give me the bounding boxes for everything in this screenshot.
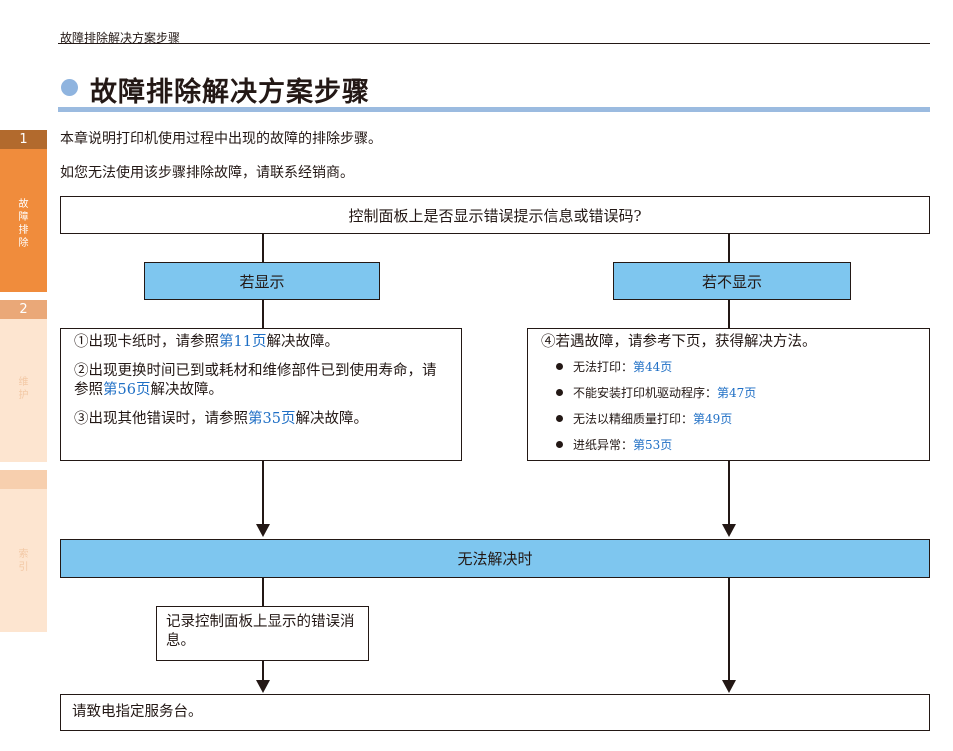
question-box: 控制面板上是否显示错误提示信息或错误码? [60, 196, 930, 234]
error-item-paper-jam: ①出现卡纸时，请参照第11页解决故障。 [74, 333, 449, 352]
symptom-item: 无法以精细质量打印：第49页 [556, 411, 919, 427]
side-tab-2-number[interactable]: 2 [0, 300, 47, 319]
error-shown-box: ①出现卡纸时，请参照第11页解决故障。 ②出现更换时间已到或耗材和维修部件已到使… [60, 328, 462, 461]
side-tab-1[interactable]: 故障排除 [0, 149, 47, 292]
connector-line [728, 578, 730, 681]
link-page-47[interactable]: 第47页 [717, 386, 757, 400]
branch-no-label: 若不显示 [701, 272, 762, 291]
side-tab-3-label: 索引 [18, 549, 29, 573]
title-rule [58, 107, 930, 112]
side-tab-3-number[interactable] [0, 470, 47, 489]
running-header: 故障排除解决方案步骤 [60, 31, 181, 45]
error-item-text: 解决故障。 [295, 411, 368, 427]
connector-line [728, 234, 730, 262]
branch-yes-label: 若显示 [239, 272, 285, 291]
symptom-item: 不能安装打印机驱动程序：第47页 [556, 385, 919, 401]
symptom-label: 无法以精细质量打印： [573, 412, 694, 426]
bullet-icon [556, 415, 563, 422]
symptom-label: 不能安装打印机驱动程序： [573, 386, 718, 400]
branch-no-box: 若不显示 [613, 262, 851, 300]
arrow-down-icon [256, 680, 270, 693]
arrow-down-icon [256, 524, 270, 537]
question-text: 控制面板上是否显示错误提示信息或错误码? [348, 206, 642, 225]
side-tab-1-number[interactable]: 1 [0, 130, 47, 149]
record-message-text: 记录控制面板上显示的错误消息。 [166, 614, 355, 649]
error-item-text: ③出现其他错误时，请参照 [74, 411, 248, 427]
bullet-icon [556, 389, 563, 396]
right-heading: ④若遇故障，请参考下页，获得解决方法。 [541, 334, 817, 350]
connector-line [262, 578, 264, 606]
link-page-35[interactable]: 第35页 [248, 411, 296, 427]
page-title: 故障排除解决方案步骤 [90, 77, 370, 108]
unresolved-bar: 无法解决时 [60, 539, 930, 578]
error-item-text: 解决故障。 [150, 382, 223, 398]
error-item-text: ①出现卡纸时，请参照 [74, 334, 219, 350]
connector-line [262, 661, 264, 681]
contact-service-box: 请致电指定服务台。 [60, 694, 930, 731]
connector-line [262, 300, 264, 328]
link-page-44[interactable]: 第44页 [633, 360, 673, 374]
side-tab-2-label: 维护 [18, 377, 29, 401]
connector-line [262, 461, 264, 525]
arrow-down-icon [722, 524, 736, 537]
symptom-label: 进纸异常： [573, 438, 634, 452]
symptom-item: 无法打印：第44页 [556, 359, 919, 375]
side-tab-2[interactable]: 维护 [0, 319, 47, 462]
title-bullet-icon [61, 79, 78, 96]
bullet-icon [556, 363, 563, 370]
link-page-49[interactable]: 第49页 [693, 412, 733, 426]
side-tab-3[interactable]: 索引 [0, 489, 47, 632]
error-item-replace: ②出现更换时间已到或耗材和维修部件已到使用寿命，请参照第56页解决故障。 [74, 362, 449, 400]
connector-line [728, 461, 730, 525]
side-tab-1-label: 故障排除 [18, 199, 29, 249]
symptom-label: 无法打印： [573, 360, 634, 374]
connector-line [728, 300, 730, 328]
link-page-56[interactable]: 第56页 [103, 382, 151, 398]
arrow-down-icon [722, 680, 736, 693]
bullet-icon [556, 441, 563, 448]
record-message-box: 记录控制面板上显示的错误消息。 [156, 606, 369, 661]
symptom-item: 进纸异常：第53页 [556, 437, 919, 453]
header-rule [58, 43, 930, 44]
link-page-11[interactable]: 第11页 [219, 334, 267, 350]
branch-yes-box: 若显示 [144, 262, 380, 300]
error-item-text: ②出现更换时间已到或耗材和维修部件已到使用寿命，请参照 [74, 363, 437, 398]
error-not-shown-box: ④若遇故障，请参考下页，获得解决方法。 无法打印：第44页 不能安装打印机驱动程… [527, 328, 930, 461]
link-page-53[interactable]: 第53页 [633, 438, 673, 452]
connector-line [262, 234, 264, 262]
error-item-text: 解决故障。 [266, 334, 339, 350]
error-item-other: ③出现其他错误时，请参照第35页解决故障。 [74, 410, 449, 429]
contact-service-text: 请致电指定服务台。 [72, 704, 203, 720]
intro-line-2: 如您无法使用该步骤排除故障，请联系经销商。 [60, 165, 354, 181]
unresolved-label: 无法解决时 [457, 550, 533, 568]
intro-line-1: 本章说明打印机使用过程中出现的故障的排除步骤。 [60, 131, 382, 147]
